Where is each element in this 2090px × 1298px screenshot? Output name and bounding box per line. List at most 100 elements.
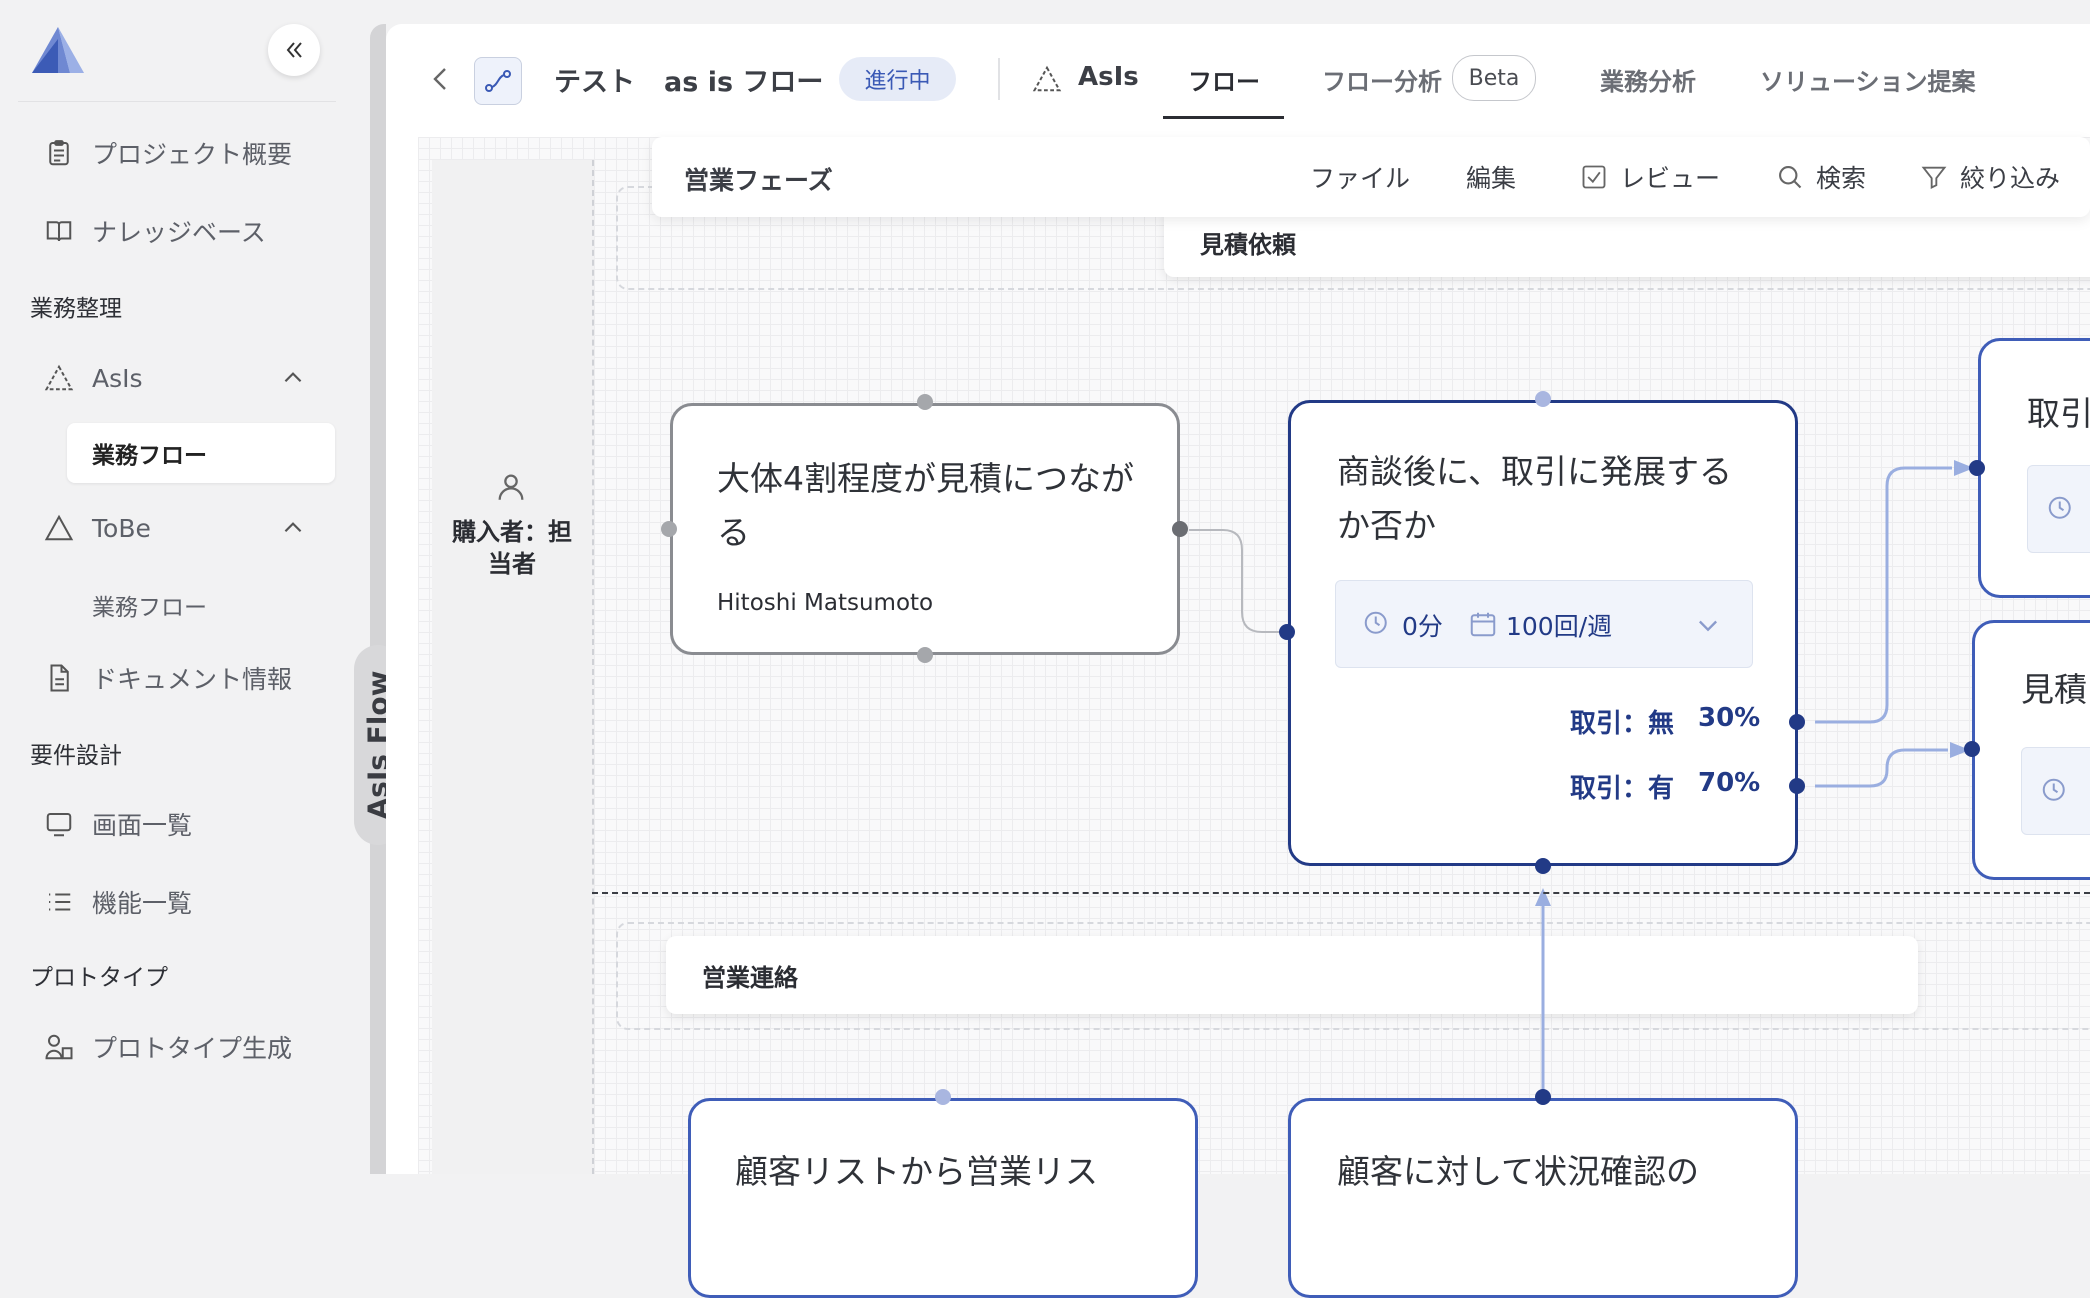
- phase-label-sales-contact[interactable]: 営業連絡: [666, 936, 1918, 1014]
- chevron-up-icon[interactable]: [280, 365, 306, 391]
- sidebar-item-label: ToBe: [92, 513, 151, 543]
- sidebar-subitem-tobe-flow[interactable]: 業務フロー: [92, 595, 207, 621]
- tab-solution-proposal[interactable]: ソリューション提案: [1760, 68, 1976, 96]
- branch-pct-no-deal: 30%: [1698, 703, 1761, 733]
- connector-handle-left[interactable]: [1279, 624, 1295, 640]
- collapse-sidebar-button[interactable]: [268, 24, 320, 76]
- chevron-up-icon[interactable]: [280, 515, 306, 541]
- sidebar-item-label: AsIs: [92, 363, 143, 393]
- flow-connectors: [1189, 460, 1974, 1098]
- clock-user-icon: [2048, 496, 2071, 519]
- calendar-icon: [1470, 612, 1496, 637]
- side-panel-strip: [370, 24, 386, 1174]
- clock-user-icon: [1364, 611, 1387, 634]
- active-tab-underline: [1163, 116, 1284, 119]
- card-5-title: 顧客リストから営業リス: [735, 1152, 1098, 1191]
- sidebar-item-label: プロジェクト概要: [92, 140, 293, 169]
- search-button[interactable]: 検索: [1776, 159, 1866, 195]
- flow-card-3[interactable]: 取引: [1978, 338, 2090, 598]
- tab-flow[interactable]: フロー: [1188, 68, 1260, 96]
- card-2-frequency: 100回/週: [1506, 612, 1613, 641]
- branch-label-deal: 取引：有: [1570, 774, 1675, 804]
- card-1-title: 大体4割程度が見積につながる: [717, 459, 1134, 552]
- section-label-gyomu: 業務整理: [30, 296, 122, 322]
- branch-handle-no-deal[interactable]: [1789, 714, 1805, 730]
- phase-label-estimate-request[interactable]: 見積依頼: [1164, 207, 2090, 277]
- project-name: テスト: [554, 67, 635, 98]
- filter-label: 絞り込み: [1960, 164, 2061, 193]
- connector-handle-right[interactable]: [1172, 521, 1188, 537]
- flow-card-1[interactable]: 大体4割程度が見積につながる Hitoshi Matsumoto: [670, 403, 1180, 655]
- card-2-metrics-dropdown[interactable]: 0分 100回/週: [1335, 580, 1753, 668]
- checkbox-icon: [1582, 165, 1606, 189]
- menu-edit[interactable]: 編集: [1466, 164, 1517, 193]
- tab-flow-analysis[interactable]: フロー分析: [1322, 68, 1442, 96]
- header-divider: [998, 58, 1000, 100]
- sidebar-item-screens[interactable]: 画面一覧: [44, 804, 192, 844]
- connector-handle-top[interactable]: [935, 1089, 951, 1105]
- list-icon: [49, 893, 71, 911]
- sidebar-item-tobe[interactable]: ToBe: [44, 508, 151, 548]
- double-chevron-left-icon: [286, 42, 302, 58]
- person-icon: [498, 474, 524, 500]
- tab-business-analysis[interactable]: 業務分析: [1600, 68, 1696, 96]
- sidebar-item-label: ドキュメント情報: [92, 665, 293, 694]
- sidebar-item-project-overview[interactable]: プロジェクト概要: [44, 133, 292, 173]
- filter-button[interactable]: 絞り込み: [1920, 159, 2060, 195]
- asis-label: AsIs: [1078, 62, 1139, 92]
- back-chevron-icon[interactable]: [430, 66, 452, 92]
- connector-handle-bottom[interactable]: [1535, 858, 1551, 874]
- connector-handle-left[interactable]: [1969, 460, 1985, 476]
- flow-type-button[interactable]: [474, 57, 522, 105]
- branch-handle-deal[interactable]: [1789, 778, 1805, 794]
- sidebar-item-document[interactable]: ドキュメント情報: [44, 658, 292, 698]
- sidebar-item-knowledge-base[interactable]: ナレッジベース: [44, 211, 266, 251]
- document-icon: [50, 664, 69, 692]
- card-3-metrics[interactable]: [2027, 465, 2090, 553]
- section-label-yoken: 要件設計: [30, 743, 122, 769]
- sidebar-item-asis[interactable]: AsIs: [44, 358, 143, 398]
- connector-handle-left[interactable]: [661, 521, 677, 537]
- card-3-title: 取引: [2027, 394, 2090, 433]
- flow-card-5[interactable]: 顧客リストから営業リス: [688, 1098, 1198, 1298]
- connector-handle-left[interactable]: [1964, 741, 1980, 757]
- sidebar-divider: [18, 101, 336, 102]
- app-logo-icon[interactable]: [30, 25, 86, 75]
- search-label: 検索: [1816, 164, 1867, 193]
- card-2-time: 0分: [1402, 612, 1443, 641]
- section-label-proto: プロトタイプ: [30, 965, 168, 991]
- status-badge: 進行中: [839, 57, 956, 101]
- sidebar-item-label: プロトタイプ生成: [92, 1034, 293, 1063]
- review-button[interactable]: レビュー: [1580, 159, 1720, 195]
- dashed-triangle-icon: [1032, 65, 1062, 92]
- card-4-title: 見積: [2021, 670, 2087, 709]
- dashed-triangle-icon: [44, 364, 74, 391]
- connector-handle-top[interactable]: [1535, 1089, 1551, 1105]
- menu-file[interactable]: ファイル: [1310, 164, 1411, 193]
- chevron-down-icon: [1699, 620, 1717, 632]
- sidebar-subitem-asis-flow[interactable]: 業務フロー: [67, 423, 335, 483]
- phase-selector[interactable]: 営業フェーズ: [684, 166, 833, 195]
- sidebar-item-label: 画面一覧: [92, 811, 193, 840]
- connector-handle-top[interactable]: [917, 394, 933, 410]
- search-icon: [1779, 166, 1802, 189]
- flow-name: as is フロー: [664, 67, 824, 98]
- swimlane-header-column: [432, 160, 594, 1174]
- sidebar-item-functions[interactable]: 機能一覧: [44, 882, 192, 922]
- sidebar-item-prototype-gen[interactable]: プロトタイプ生成: [44, 1027, 292, 1067]
- phase-region-sales-contact: [616, 922, 2090, 1030]
- branch-label-no-deal: 取引：無: [1570, 709, 1675, 739]
- card-4-metrics[interactable]: [2021, 747, 2090, 835]
- card-6-title: 顧客に対して状況確認の: [1337, 1152, 1700, 1191]
- flow-card-4[interactable]: 見積: [1972, 620, 2090, 880]
- connector-handle-bottom[interactable]: [917, 647, 933, 663]
- swimlane-divider: [592, 892, 2090, 894]
- card-1-person: Hitoshi Matsumoto: [717, 590, 934, 616]
- review-label: レビュー: [1620, 164, 1721, 193]
- monitor-icon: [46, 813, 72, 837]
- flow-card-6[interactable]: 顧客に対して状況確認の: [1288, 1098, 1798, 1298]
- clock-user-icon: [2042, 778, 2065, 801]
- lane-role-label: 購入者：担当者: [452, 518, 572, 578]
- connector-handle-top[interactable]: [1535, 391, 1551, 407]
- sidebar: プロジェクト概要 ナレッジベース 業務整理 AsIs 業務フロー ToBe 業務…: [0, 0, 372, 1174]
